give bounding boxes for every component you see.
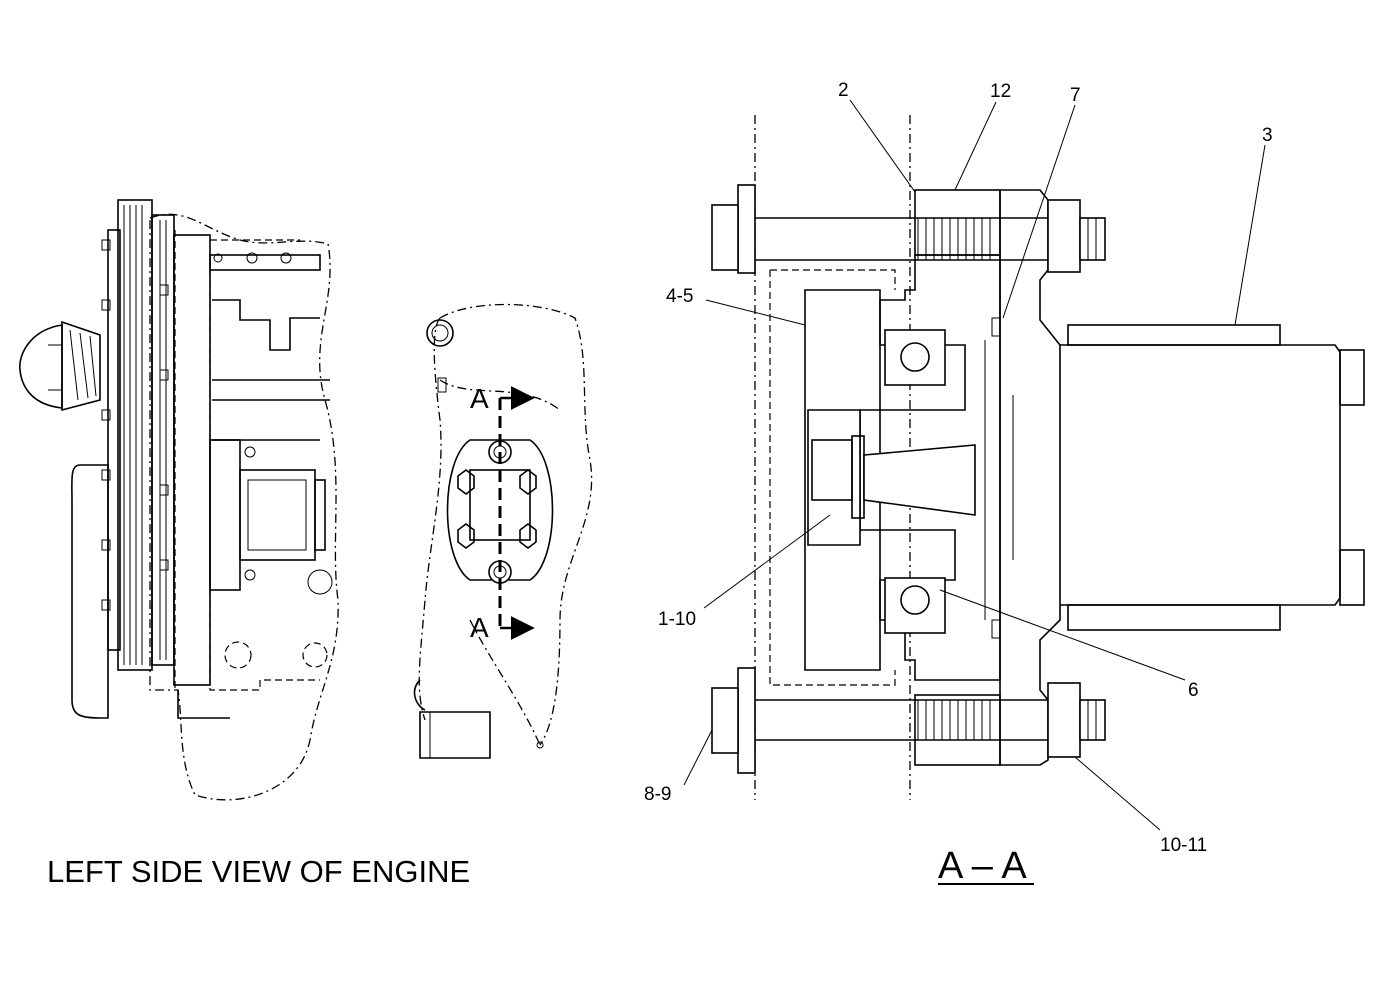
section-marker-bottom: A <box>470 612 489 643</box>
callout-7: 7 <box>1070 85 1081 106</box>
pump-body <box>1060 344 1341 606</box>
mounting-plate <box>999 189 1061 766</box>
callout-1-10: 1-10 <box>658 609 696 630</box>
bearing-bottom <box>884 577 946 634</box>
pump-end-view: A A <box>413 303 593 759</box>
crank-pulley <box>71 464 109 719</box>
pump-flange-end <box>446 439 554 581</box>
front-cover <box>117 199 153 671</box>
callout-4-5: 4-5 <box>666 286 693 307</box>
pump-flange <box>209 439 241 591</box>
leader-lines <box>683 99 1266 831</box>
left-view-caption: LEFT SIDE VIEW OF ENGINE <box>47 854 470 889</box>
callout-12: 12 <box>990 81 1011 102</box>
callout-10-11: 10-11 <box>1160 835 1207 856</box>
callout-8-9: 8-9 <box>644 784 671 805</box>
section-a-a: 2 12 7 3 4-5 1-10 6 8-9 10-11 A – A <box>644 80 1365 887</box>
nut <box>811 439 853 501</box>
bolt-head-top <box>737 184 756 274</box>
nut-top <box>1047 199 1081 273</box>
bracket-body <box>859 254 1001 681</box>
bearing-top <box>884 329 946 386</box>
bolt-head-bottom <box>737 667 756 774</box>
callout-2: 2 <box>838 80 849 101</box>
section-title: A – A <box>938 845 1027 887</box>
callout-3: 3 <box>1262 125 1273 146</box>
section-marker-top: A <box>470 383 489 414</box>
pulley-hub <box>804 289 881 671</box>
callout-6: 6 <box>1188 680 1199 701</box>
engine-left-view <box>19 199 339 801</box>
fan-hub <box>19 324 63 409</box>
nut-bottom <box>1047 682 1081 758</box>
